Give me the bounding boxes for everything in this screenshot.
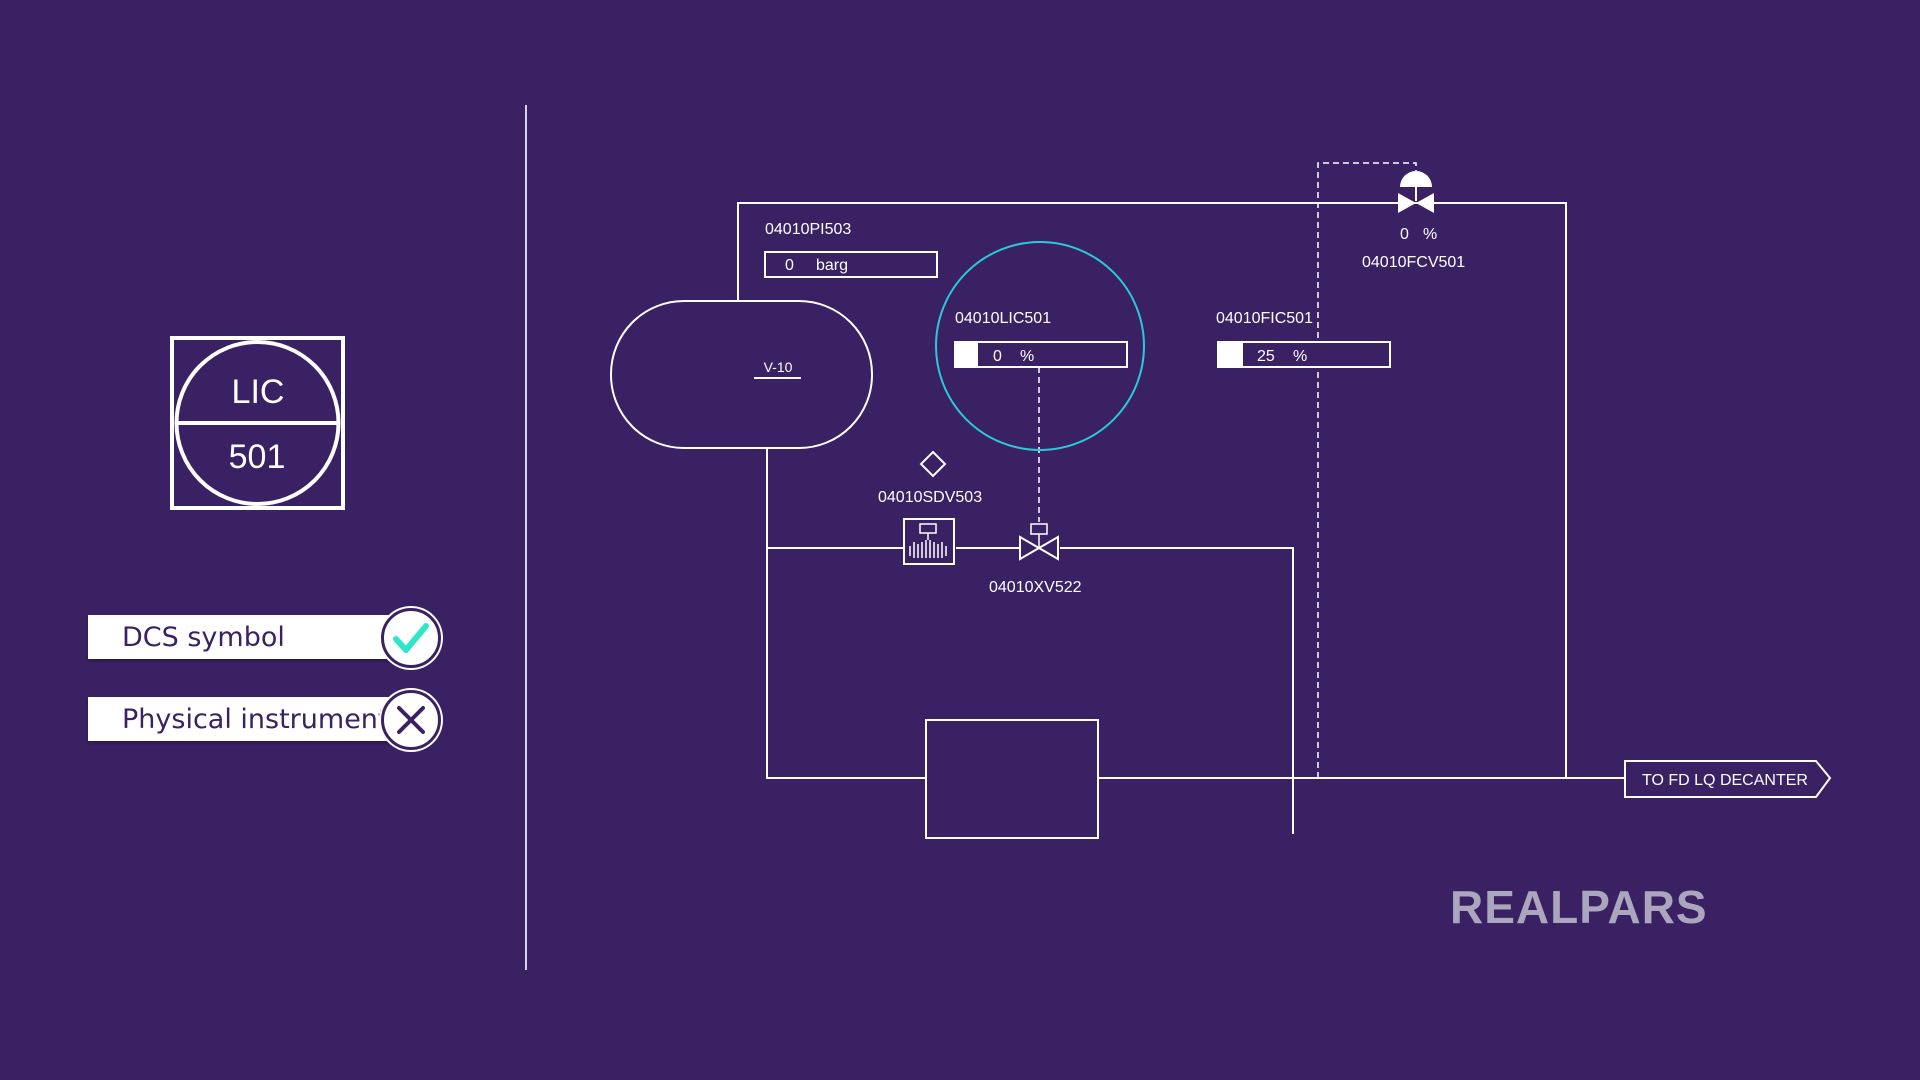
fic-tag: 04010FIC501	[1216, 310, 1313, 327]
pi-display	[764, 251, 938, 278]
process-unit-box	[925, 719, 1099, 839]
outlet-connector: TO FD LQ DECANTER	[1624, 760, 1832, 798]
fcv-tag: 04010FCV501	[1362, 254, 1465, 271]
actuator-icon	[1400, 171, 1432, 187]
instrument-tag: LIC	[232, 373, 285, 411]
lic-display	[954, 341, 1128, 368]
lic-faceplate[interactable]: 04010LIC501 0 %	[935, 241, 1145, 451]
xv-tag: 04010XV522	[989, 579, 1082, 596]
valve-icon	[1398, 193, 1416, 213]
outlet-label: TO FD LQ DECANTER	[1642, 772, 1808, 789]
lic-value: 0	[993, 348, 1002, 365]
xv-actuator-icon	[1030, 523, 1048, 535]
pi-value: 0	[785, 257, 794, 274]
fcv-unit: %	[1423, 226, 1437, 243]
diamond-icon	[919, 450, 947, 478]
instrument-symbol: LIC 501	[170, 336, 345, 510]
legend-physical-instrument: Physical instrument	[88, 697, 396, 741]
fic-unit: %	[1293, 348, 1307, 365]
pi-unit: barg	[816, 257, 848, 274]
sdv-tag: 04010SDV503	[878, 489, 982, 506]
pi-faceplate[interactable]: 04010PI503 0 barg	[764, 221, 938, 278]
legend-label: Physical instrument	[122, 703, 389, 735]
sdv-valve[interactable]: 04010SDV503	[878, 450, 982, 565]
highlight-circle	[935, 241, 1145, 451]
lic-bar	[956, 343, 978, 366]
legend-dcs-symbol: DCS symbol	[88, 615, 396, 659]
vessel-v10: V-10	[610, 300, 873, 449]
cross-icon	[381, 690, 441, 750]
signal-lines	[1038, 162, 1417, 778]
fic-value: 25	[1257, 348, 1275, 365]
process-piping	[737, 202, 1625, 834]
fcv-valve[interactable]: 0 % 04010FCV501	[1362, 171, 1465, 271]
fic-display	[1217, 341, 1391, 368]
vessel-label: V-10	[764, 359, 793, 375]
pi-tag: 04010PI503	[765, 221, 851, 238]
xv-valve[interactable]: 04010XV522	[989, 523, 1082, 596]
realpars-logo: REALPARS	[1450, 881, 1708, 933]
instrument-number: 501	[229, 438, 286, 476]
legend-label: DCS symbol	[122, 621, 285, 653]
lic-unit: %	[1020, 348, 1034, 365]
xv-valve-icon	[1019, 535, 1041, 561]
fic-faceplate[interactable]: 04010FIC501 25 %	[1216, 310, 1391, 368]
fcv-value: 0	[1400, 226, 1409, 243]
check-icon	[381, 608, 441, 668]
lic-tag: 04010LIC501	[955, 310, 1051, 327]
fic-bar	[1219, 343, 1243, 366]
sdv-body-icon	[903, 518, 955, 565]
